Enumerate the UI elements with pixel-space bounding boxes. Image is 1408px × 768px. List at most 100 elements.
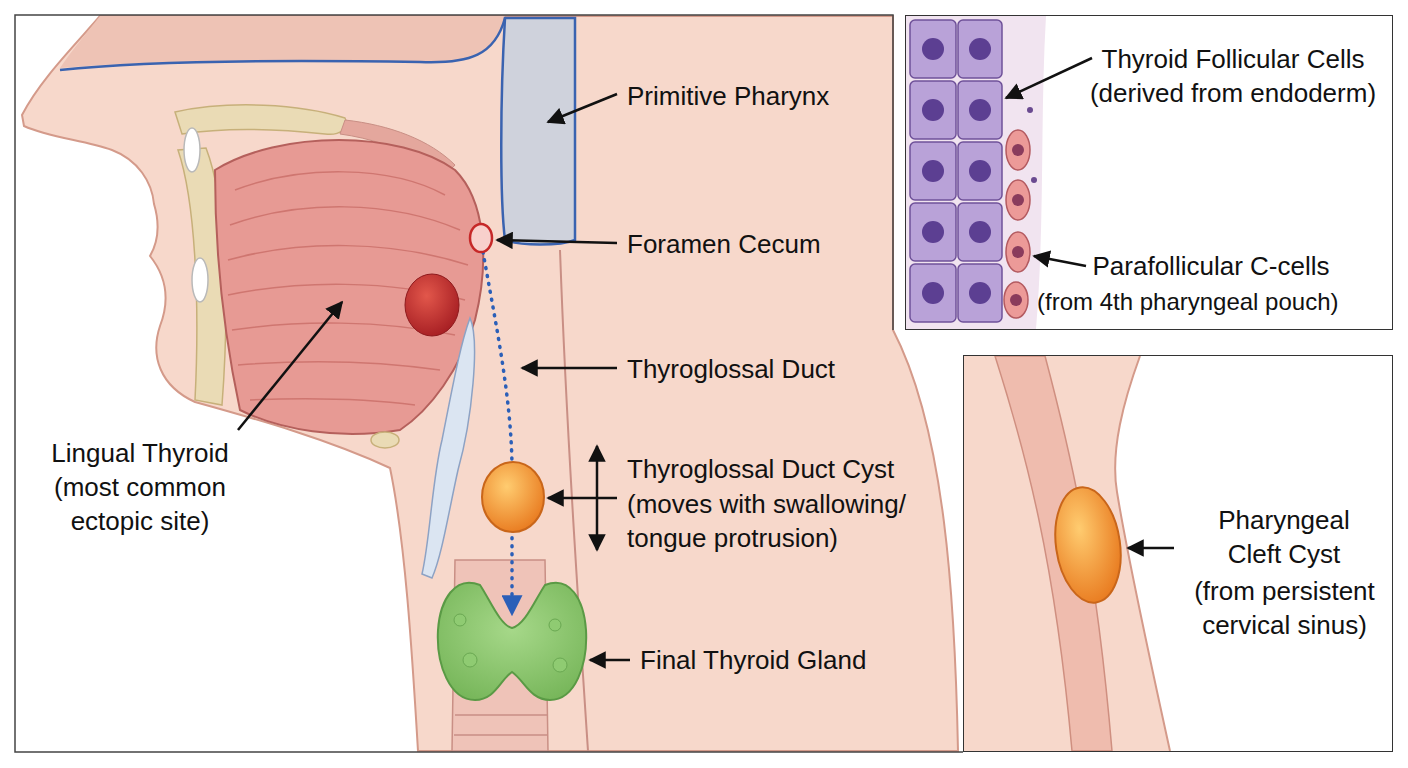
muscle-fibre (235, 172, 445, 195)
label-slot: Lingual Thyroid (30, 437, 250, 471)
tongue-muscle-fibres (228, 172, 468, 405)
leader-arrow (238, 302, 342, 430)
panel-frame (15, 15, 963, 752)
tracheal-ring (454, 715, 548, 735)
note-text: (most common ectopic site) (30, 471, 250, 539)
origin-note: (from persistent cervical sinus) (1182, 575, 1387, 643)
follicular-cell (910, 264, 956, 322)
note-text: (moves with swallowing/ tongue protrusio… (627, 488, 947, 556)
structure-label: Final Thyroid Gland (640, 644, 866, 678)
label-slot: Primitive Pharynx (627, 80, 829, 114)
head-neck-skin (22, 16, 958, 751)
nucleus (1012, 246, 1024, 258)
nucleus (922, 38, 944, 60)
pharyngeal-cleft-cyst (1048, 483, 1128, 607)
muscle-fibre (250, 399, 415, 405)
structure-label: Primitive Pharynx (627, 80, 829, 114)
tissue-dot (1031, 177, 1037, 183)
nucleus (922, 99, 944, 121)
muscle-fibre (230, 207, 460, 230)
nucleus (922, 160, 944, 182)
primitive-pharynx (501, 18, 575, 245)
cell-nuclei (922, 38, 991, 304)
nucleus (969, 38, 991, 60)
hard-palate (175, 105, 346, 134)
follicular-cell (910, 142, 956, 200)
cell-label: Thyroid Follicular Cells (1083, 43, 1383, 77)
structure-label: Thyroglossal Duct (627, 353, 835, 387)
leader-arrow (1006, 58, 1092, 98)
cell-label: Parafollicular C-cells (1061, 250, 1361, 284)
histology-ground (906, 16, 1392, 329)
thyroid-lobule (463, 653, 477, 667)
c-cell (1004, 282, 1028, 318)
thyroglossal-duct-cyst (482, 462, 544, 532)
text-slot: Pharyngeal Cleft Cyst (1194, 504, 1374, 572)
leader-arrow (1128, 547, 1174, 550)
nucleus (969, 99, 991, 121)
structure-label: Thyroglossal Duct Cyst (627, 453, 894, 487)
follicular-cell (958, 203, 1002, 261)
leader-arrow (590, 659, 630, 662)
c-cell (1006, 130, 1030, 170)
nucleus (969, 160, 991, 182)
thyroid-gland (438, 583, 586, 700)
nucleus (922, 282, 944, 304)
epiglottis (422, 318, 474, 578)
follicular-cell (958, 264, 1002, 322)
foramen-cecum (470, 224, 492, 252)
nasal-outline (60, 18, 505, 70)
c-cell-nuclei (1010, 144, 1024, 306)
c-cell (1006, 232, 1030, 272)
text-slot: (from 4th pharyngeal pouch) (1037, 286, 1339, 317)
nucleus (969, 282, 991, 304)
structure-label: Foramen Cecum (627, 228, 821, 262)
cleft-ground (964, 356, 1392, 751)
nucleus (1012, 144, 1024, 156)
follicular-cell (958, 142, 1002, 200)
nucleus (1010, 294, 1022, 306)
thyroid-lobule (549, 619, 561, 631)
text-slot: (from persistent cervical sinus) (1182, 575, 1387, 643)
tooth (192, 258, 208, 302)
movement-arrow (596, 446, 599, 550)
tissue-dot (1027, 107, 1033, 113)
histology-panel: Thyroid Follicular Cells(derived from en… (905, 15, 1393, 330)
text-slot: Thyroid Follicular Cells (1083, 43, 1383, 77)
follicular-cell (958, 81, 1002, 139)
thyroid-lobule (553, 658, 567, 672)
cleft-cyst-panel: Pharyngeal Cleft Cyst(from persistent ce… (963, 355, 1393, 752)
nucleus (969, 221, 991, 243)
hyoid-bone (371, 432, 399, 448)
c-cell (1006, 180, 1030, 220)
leader-arrow (1034, 256, 1086, 266)
muscle-fibre (238, 362, 440, 370)
text-slot: Parafollicular C-cells (1061, 250, 1361, 284)
c-cells (1004, 130, 1030, 318)
leader-arrow (522, 367, 617, 370)
follicular-cell (910, 203, 956, 261)
thyroglossal-duct-path (483, 252, 512, 612)
label-slot: Thyroglossal Duct (627, 353, 835, 387)
tongue (215, 140, 483, 434)
follicular-cell (958, 20, 1002, 78)
label-slot: (moves with swallowing/ tongue protrusio… (627, 488, 947, 556)
thyroid-lobules (454, 614, 567, 672)
structure-label: Lingual Thyroid (30, 437, 250, 471)
follicular-cells (910, 20, 1002, 322)
tooth (184, 128, 200, 172)
muscle-fibre (228, 246, 468, 265)
nucleus (922, 221, 944, 243)
cyst-label: Pharyngeal Cleft Cyst (1194, 504, 1374, 572)
label-slot: Foramen Cecum (627, 228, 821, 262)
nucleus (1012, 194, 1024, 206)
follicular-cell (910, 81, 956, 139)
label-slot: Final Thyroid Gland (640, 644, 866, 678)
leader-lines (238, 94, 630, 660)
label-slot: Thyroglossal Duct Cyst (627, 453, 894, 487)
origin-note: (from 4th pharyngeal pouch) (1037, 286, 1339, 317)
leader-arrow (548, 497, 617, 500)
label-slot: (most common ectopic site) (30, 471, 250, 539)
follicular-cell (910, 20, 956, 78)
